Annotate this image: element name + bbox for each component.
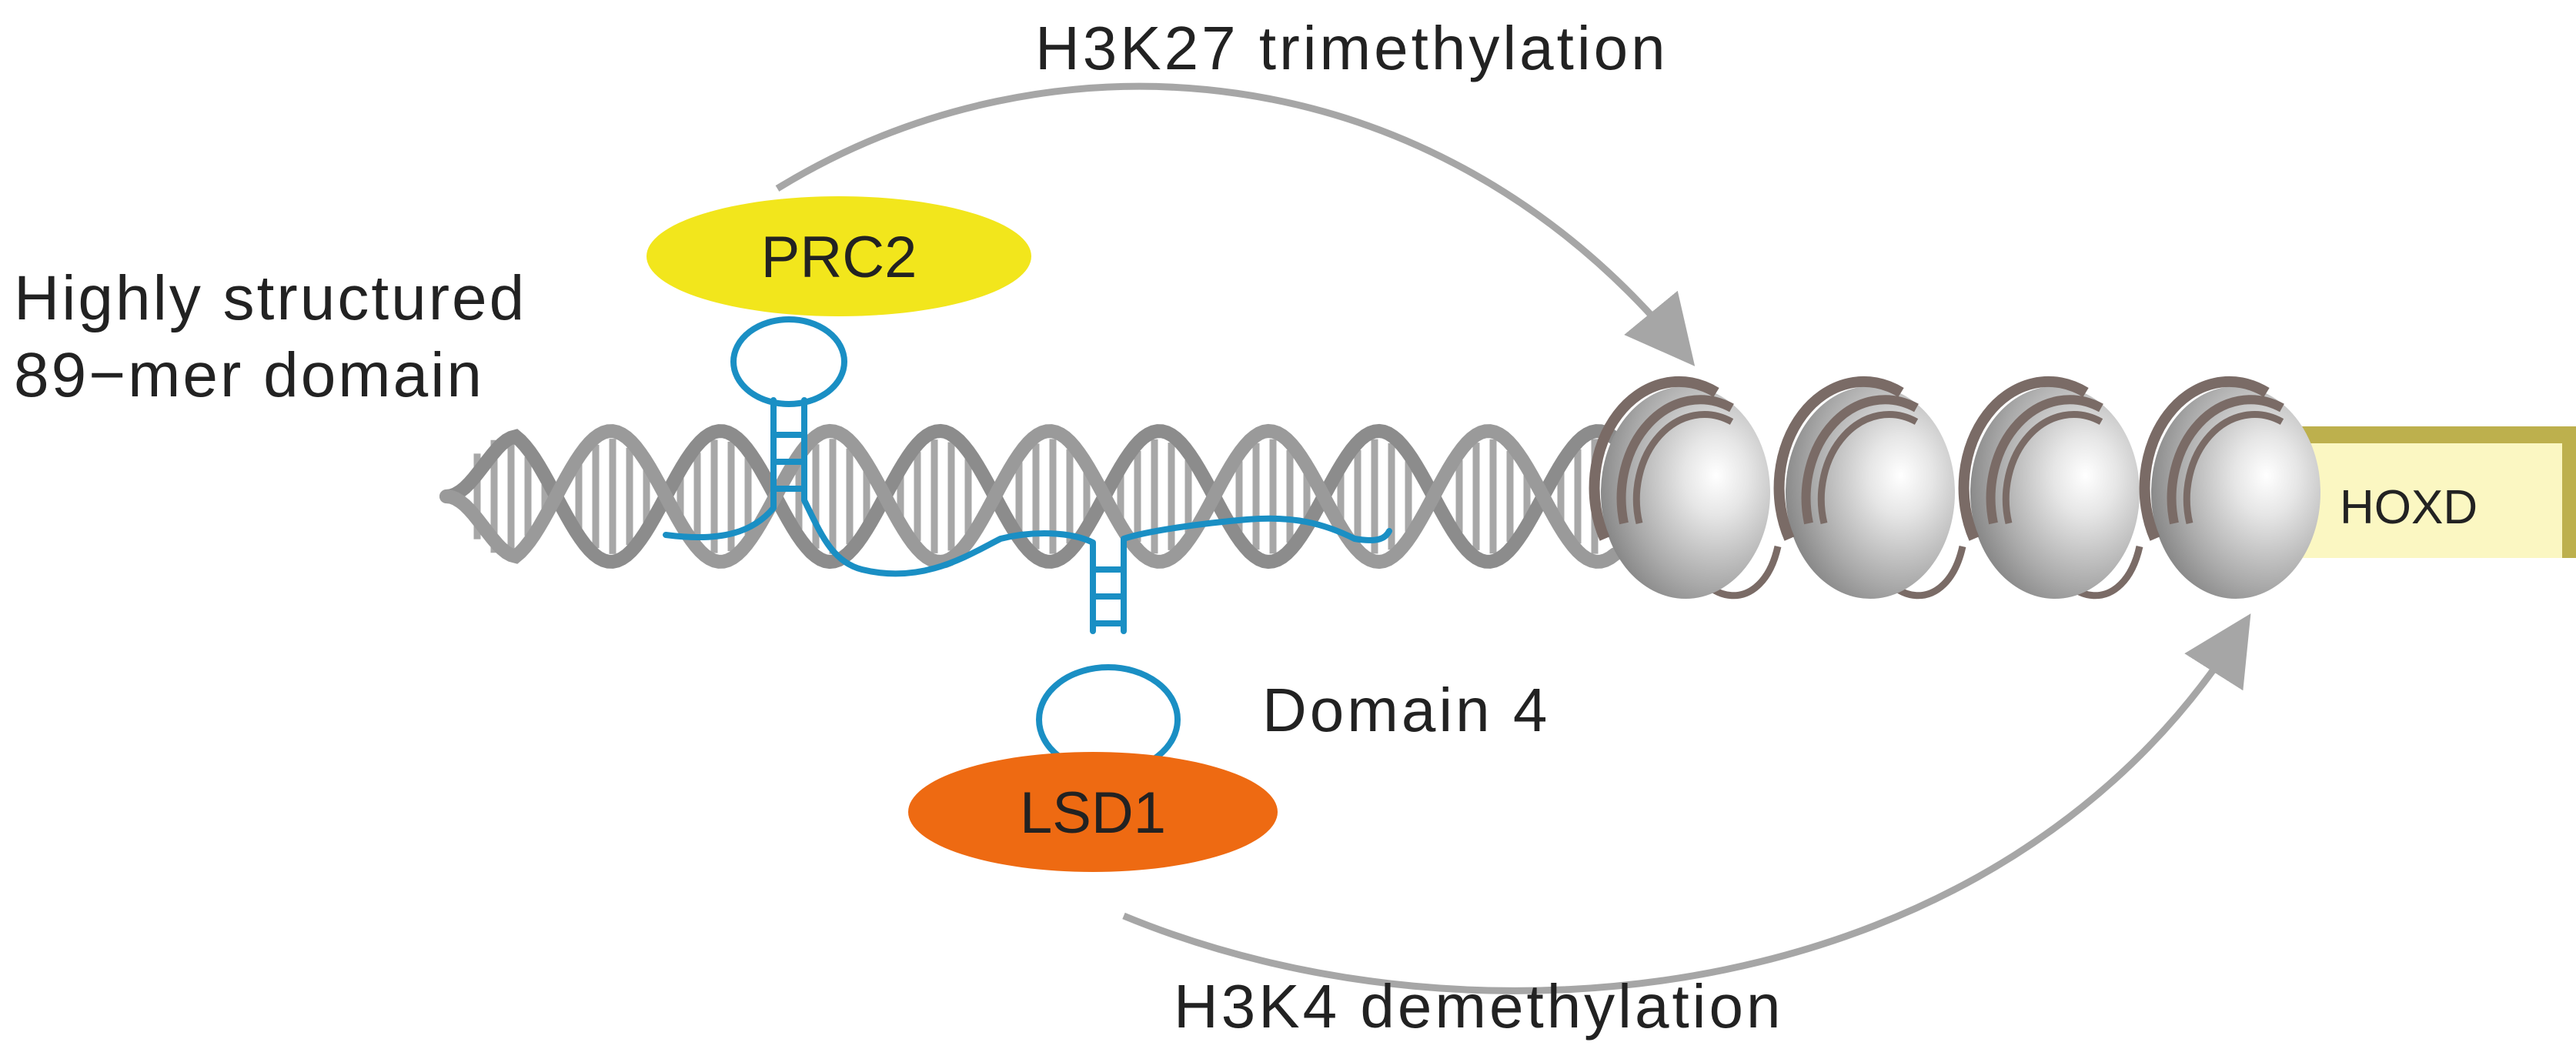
nucleosome-array — [1589, 376, 2320, 599]
domain4-label: Domain 4 — [1262, 676, 1550, 744]
structured-domain-label-line1: Highly structured — [14, 263, 526, 333]
h3k27-label: H3K27 trimethylation — [1035, 14, 1669, 82]
hoxd-label: HOXD — [2340, 481, 2477, 534]
prc2-complex: PRC2 — [647, 196, 1031, 316]
nucleosome — [1958, 376, 2140, 599]
lsd1-complex: LSD1 — [908, 752, 1278, 872]
dna-double-helix — [439, 423, 1622, 570]
nucleosome — [2139, 376, 2320, 599]
lsd1-label: LSD1 — [1020, 780, 1166, 846]
nucleosome — [1589, 376, 1770, 599]
prc2-label: PRC2 — [761, 225, 917, 290]
structured-domain-label-line2: 89−mer domain — [14, 340, 484, 410]
nucleosome — [1773, 376, 1955, 599]
hotair-rna — [663, 316, 1392, 775]
h3k4-label: H3K4 demethylation — [1174, 972, 1783, 1041]
h3k4-arrow — [1122, 613, 2251, 994]
h3k27-arrow — [775, 82, 1696, 366]
